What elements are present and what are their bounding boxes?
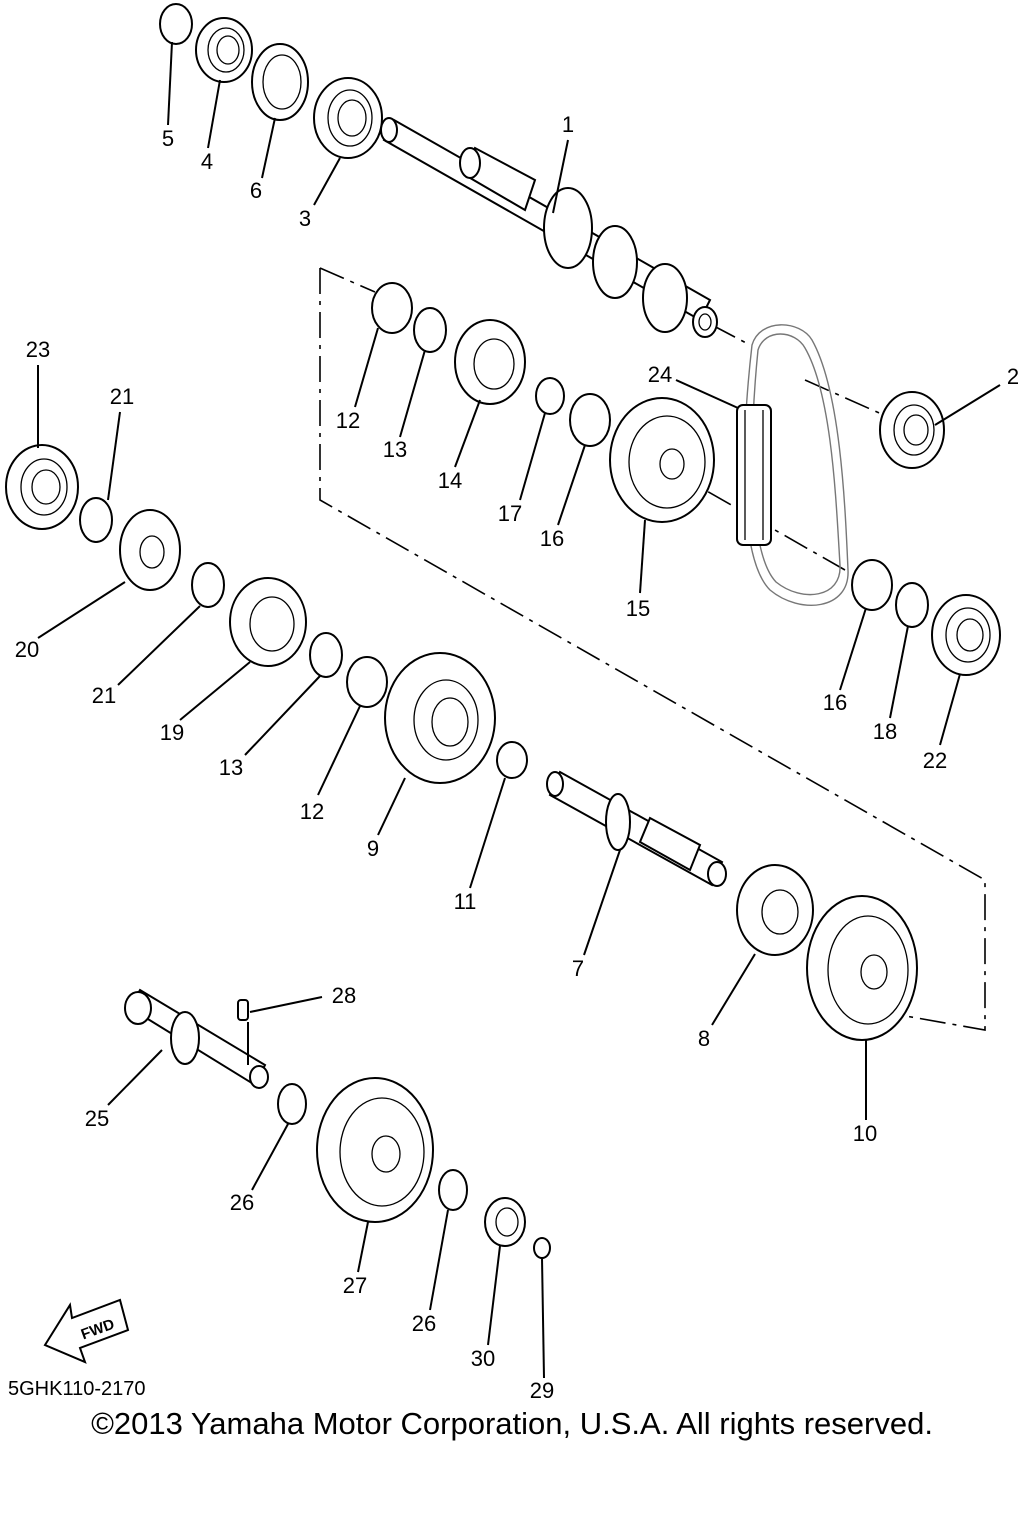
callout-23: 23 bbox=[26, 337, 50, 362]
callout-4: 4 bbox=[201, 149, 213, 174]
part-15-gear bbox=[609, 397, 715, 523]
part-23-bearing bbox=[5, 444, 79, 530]
leader-lines bbox=[37, 41, 1001, 1379]
callout-12-upper: 12 bbox=[336, 408, 360, 433]
callout-26-left: 26 bbox=[230, 1190, 254, 1215]
part-5-o-ring bbox=[159, 3, 193, 45]
part-26-circlip-right bbox=[438, 1169, 468, 1211]
part-2-bearing bbox=[879, 391, 945, 469]
callout-10: 10 bbox=[853, 1121, 877, 1146]
callout-3: 3 bbox=[299, 206, 311, 231]
part-9-gear bbox=[384, 652, 496, 784]
part-27-gear bbox=[316, 1077, 434, 1223]
callout-22: 22 bbox=[923, 748, 947, 773]
part-24-chain bbox=[736, 324, 849, 606]
copyright-notice: ©2013 Yamaha Motor Corporation, U.S.A. A… bbox=[91, 1406, 933, 1441]
callout-16-right: 16 bbox=[823, 690, 847, 715]
part-7-drive-axle bbox=[546, 770, 727, 887]
callout-8: 8 bbox=[698, 1026, 710, 1051]
callout-15: 15 bbox=[626, 596, 650, 621]
callout-27: 27 bbox=[343, 1273, 367, 1298]
callout-11: 11 bbox=[454, 889, 477, 914]
part-6-oil-seal bbox=[251, 43, 309, 121]
part-4-bearing bbox=[195, 17, 253, 83]
diagram-code: 5GHK110-2170 bbox=[8, 1378, 146, 1400]
callout-26-right: 26 bbox=[412, 1311, 436, 1336]
part-13-circlip-lower bbox=[309, 632, 343, 678]
callout-20: 20 bbox=[15, 637, 39, 662]
part-10-gear bbox=[806, 895, 918, 1041]
part-16-washer-upper bbox=[569, 393, 611, 447]
callout-13-upper: 13 bbox=[383, 437, 407, 462]
part-28-pin bbox=[237, 999, 249, 1021]
callout-28: 28 bbox=[332, 983, 356, 1008]
part-18-circlip bbox=[895, 582, 929, 628]
part-3-bearing bbox=[313, 77, 383, 159]
callout-18: 18 bbox=[873, 719, 897, 744]
part-1-main-shaft bbox=[380, 117, 718, 338]
part-26-circlip-left bbox=[277, 1083, 307, 1125]
callout-14: 14 bbox=[438, 468, 462, 493]
callout-29: 29 bbox=[530, 1378, 554, 1403]
callout-21-lower: 21 bbox=[92, 683, 116, 708]
callout-16-upper: 16 bbox=[540, 526, 564, 551]
part-16-washer-right bbox=[851, 559, 893, 611]
callout-12-lower: 12 bbox=[300, 799, 324, 824]
part-30-bearing bbox=[484, 1197, 526, 1247]
fwd-arrow: FWD bbox=[43, 1298, 130, 1364]
callout-5: 5 bbox=[162, 126, 174, 151]
part-17-collar bbox=[535, 377, 565, 415]
part-12-washer-lower bbox=[346, 656, 388, 708]
callout-19: 19 bbox=[160, 720, 184, 745]
part-20-gear bbox=[119, 509, 181, 591]
callout-numbers: 1 2 3 4 5 6 7 8 9 10 11 12 12 13 13 14 1… bbox=[15, 112, 1019, 1403]
callout-9: 9 bbox=[367, 836, 379, 861]
assembly-outline-1 bbox=[711, 324, 751, 346]
part-11-collar bbox=[496, 741, 528, 779]
part-21-circlip-upper bbox=[79, 497, 113, 543]
callout-13-lower: 13 bbox=[219, 755, 243, 780]
part-22-bearing bbox=[931, 594, 1001, 676]
callout-24: 24 bbox=[648, 362, 672, 387]
part-19-clutch-dog bbox=[229, 577, 307, 667]
part-25-shaft bbox=[124, 988, 269, 1089]
part-14-clutch-dog bbox=[454, 319, 526, 405]
callout-7: 7 bbox=[572, 956, 584, 981]
part-8-gear bbox=[736, 864, 814, 956]
callout-1: 1 bbox=[562, 112, 574, 137]
callout-30: 30 bbox=[471, 1346, 495, 1371]
callout-21-upper: 21 bbox=[110, 384, 134, 409]
part-12-washer-upper bbox=[371, 282, 413, 334]
assembly-outline bbox=[319, 267, 986, 1031]
callout-6: 6 bbox=[250, 178, 262, 203]
callout-17: 17 bbox=[498, 501, 522, 526]
assembly-outline-2 bbox=[804, 379, 896, 421]
callout-2: 2 bbox=[1007, 364, 1019, 389]
part-21-circlip-lower bbox=[191, 562, 225, 608]
part-13-circlip-upper bbox=[413, 307, 447, 353]
part-29-clip bbox=[533, 1237, 551, 1259]
callout-25: 25 bbox=[85, 1106, 109, 1131]
